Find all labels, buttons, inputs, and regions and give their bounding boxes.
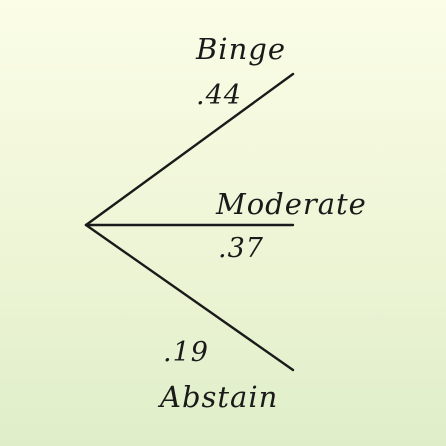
branch-probability-abstain: .19 <box>163 337 209 368</box>
branch-label-moderate: Moderate <box>216 187 367 221</box>
branch-label-abstain: Abstain <box>160 380 279 414</box>
branch-label-binge: Binge <box>196 32 286 66</box>
branch-probability-binge: .44 <box>196 80 242 111</box>
branch-probability-moderate: .37 <box>218 233 264 264</box>
branch-line-binge <box>84 72 295 227</box>
branch-line-abstain <box>84 223 295 372</box>
